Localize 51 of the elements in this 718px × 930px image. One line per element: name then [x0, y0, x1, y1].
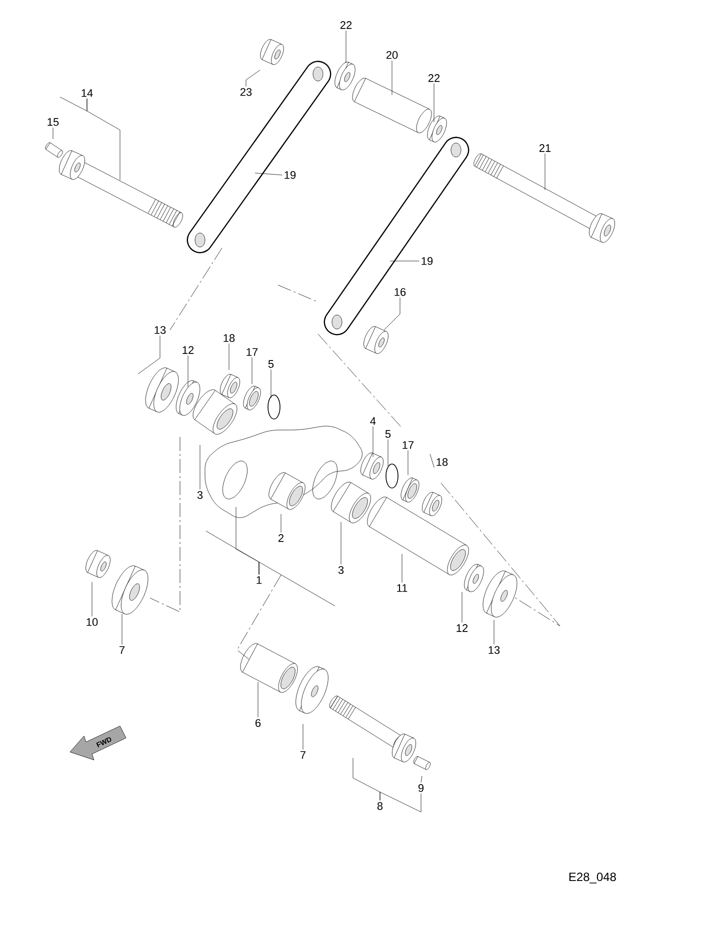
- callout-number: 13: [154, 326, 166, 334]
- callout-number: 16: [394, 288, 406, 296]
- callout-number: 13: [488, 646, 500, 654]
- callout-number: 5: [268, 360, 274, 368]
- leader-line: [340, 522, 342, 565]
- leader-line: [52, 127, 54, 140]
- callout-number: 14: [82, 89, 93, 97]
- leader-line: [228, 343, 230, 370]
- leader-line: [138, 335, 160, 374]
- callout-number: 10: [86, 618, 98, 626]
- callout-number: 1: [256, 576, 262, 584]
- callout-number: 6: [256, 719, 261, 727]
- callout-number: 12: [456, 624, 468, 632]
- callout-number: 22: [340, 21, 352, 29]
- leader-line: [390, 260, 420, 262]
- callout-number: 3: [338, 566, 344, 574]
- callout-number: 20: [386, 51, 398, 59]
- callout-number: 15: [48, 118, 59, 126]
- leader-line: [384, 297, 400, 330]
- callout-number: 12: [182, 346, 194, 354]
- leader-line: [280, 514, 282, 533]
- callout-number: 3: [197, 491, 203, 499]
- leader-line: [420, 776, 422, 783]
- leader-line: [430, 454, 434, 468]
- leader-line: [544, 153, 546, 190]
- callout-number: 17: [402, 441, 414, 449]
- callout-number: 11: [397, 584, 408, 592]
- callout-number: 4: [370, 417, 376, 425]
- leader-line: [254, 172, 282, 176]
- figure-code: E28_048: [569, 872, 616, 884]
- callout-number: 2: [278, 534, 284, 542]
- callout-number: 19: [284, 171, 296, 179]
- callout-number: 5: [385, 430, 391, 438]
- callout-number: 7: [120, 646, 124, 654]
- callout-number: 21: [539, 144, 551, 152]
- callout-number: 18: [224, 334, 235, 342]
- callout-number: 22: [428, 74, 440, 82]
- callout-number: 7: [300, 751, 306, 759]
- callout-number: 8: [377, 802, 383, 810]
- callout-number: 19: [422, 257, 433, 265]
- callout-number: 18: [436, 458, 448, 466]
- leader-line: [380, 792, 422, 812]
- callout-number: 9: [418, 784, 424, 792]
- leader-line: [246, 70, 260, 87]
- leader-line: [270, 369, 272, 398]
- leader-line: [258, 562, 336, 606]
- leader-line: [60, 96, 88, 112]
- leader-line: [302, 724, 304, 750]
- callout-number: 17: [246, 348, 258, 356]
- callout-number: 23: [240, 88, 252, 96]
- leader-line: [372, 426, 374, 458]
